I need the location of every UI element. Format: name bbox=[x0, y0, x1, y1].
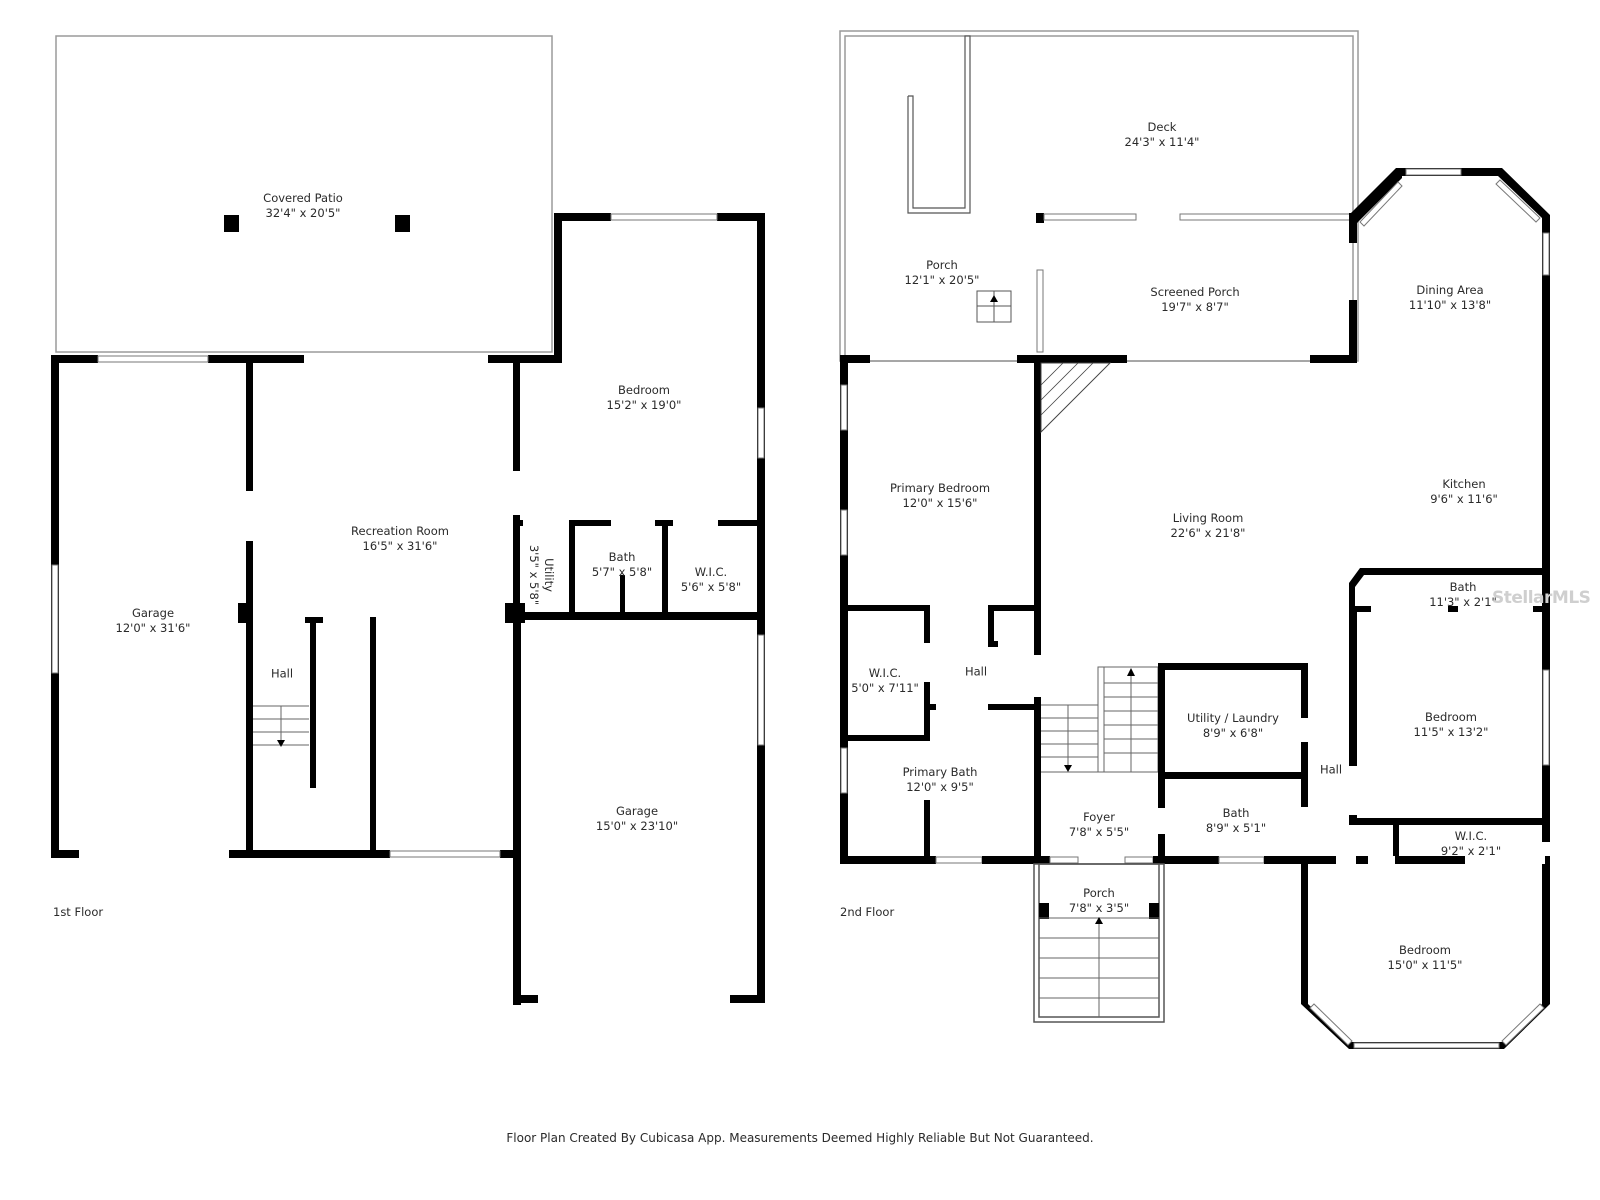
room-label-utility-1: Utility 3'5" x 5'8" bbox=[526, 545, 556, 605]
room-dimensions: 8'9" x 5'1" bbox=[1205, 821, 1267, 835]
room-name: Utility / Laundry bbox=[1187, 711, 1279, 725]
room-label-bedroom-2a: Bedroom 11'5" x 13'2" bbox=[1414, 710, 1489, 740]
first-floor-walls bbox=[51, 35, 765, 1005]
second-floor-walls bbox=[839, 30, 1550, 1049]
room-label-utility-laundry: Utility / Laundry 8'9" x 6'8" bbox=[1187, 711, 1279, 741]
room-label-garage-1: Garage 12'0" x 31'6" bbox=[116, 606, 191, 636]
room-name: Garage bbox=[131, 606, 175, 620]
room-label-screened-porch: Screened Porch 19'7" x 8'7" bbox=[1150, 285, 1239, 315]
room-dimensions: 15'2" x 19'0" bbox=[606, 398, 682, 412]
room-name: W.I.C. bbox=[1454, 829, 1488, 843]
room-dimensions: 12'0" x 15'6" bbox=[902, 496, 978, 510]
room-name: Covered Patio bbox=[263, 191, 343, 205]
room-dimensions: 11'3" x 2'1" bbox=[1429, 595, 1497, 609]
footer-disclaimer: Floor Plan Created By Cubicasa App. Meas… bbox=[506, 1131, 1094, 1145]
room-label-primary-bath: Primary Bath 12'0" x 9'5" bbox=[903, 765, 978, 795]
room-label-covered-patio: Covered Patio 32'4" x 20'5" bbox=[263, 191, 343, 221]
room-name: Primary Bedroom bbox=[889, 481, 991, 495]
room-dimensions: 7'8" x 3'5" bbox=[1068, 901, 1130, 915]
room-name: Kitchen bbox=[1442, 477, 1486, 491]
room-name: Hall bbox=[964, 664, 988, 679]
room-name: Bath bbox=[1222, 806, 1250, 820]
room-label-living-room: Living Room 22'6" x 21'8" bbox=[1171, 511, 1246, 541]
room-dimensions: 15'0" x 23'10" bbox=[595, 819, 679, 833]
room-dimensions: 9'2" x 2'1" bbox=[1440, 844, 1502, 858]
patio-post bbox=[395, 215, 410, 232]
room-name: Bedroom bbox=[1398, 943, 1452, 957]
room-label-primary-bedroom: Primary Bedroom 12'0" x 15'6" bbox=[890, 481, 990, 511]
room-dimensions: 16'5" x 31'6" bbox=[362, 539, 438, 553]
room-label-garage-2: Garage 15'0" x 23'10" bbox=[596, 804, 678, 834]
watermark: StellarMLS bbox=[1492, 588, 1591, 608]
room-label-porch-back: Porch 12'1" x 20'5" bbox=[905, 258, 980, 288]
room-dimensions: 3'5" x 5'8" bbox=[527, 544, 541, 606]
room-dimensions: 8'9" x 6'8" bbox=[1202, 726, 1264, 740]
room-name: W.I.C. bbox=[868, 666, 902, 680]
room-name: Living Room bbox=[1172, 511, 1244, 525]
room-label-bedroom-2b: Bedroom 15'0" x 11'5" bbox=[1388, 943, 1463, 973]
room-dimensions: 22'6" x 21'8" bbox=[1170, 526, 1246, 540]
room-label-bath-2a: Bath 8'9" x 5'1" bbox=[1206, 806, 1266, 836]
room-dimensions: 11'10" x 13'8" bbox=[1408, 298, 1492, 312]
room-dimensions: 24'3" x 11'4" bbox=[1124, 135, 1200, 149]
room-name: Utility bbox=[542, 558, 556, 592]
room-dimensions: 32'4" x 20'5" bbox=[265, 206, 341, 220]
room-name: Porch bbox=[926, 258, 958, 272]
room-name: Hall bbox=[1319, 762, 1343, 777]
room-dimensions: 9'6" x 11'6" bbox=[1430, 492, 1498, 506]
room-name: Bedroom bbox=[617, 383, 671, 397]
room-dimensions: 5'7" x 5'8" bbox=[591, 565, 653, 579]
room-label-bath-1: Bath 5'7" x 5'8" bbox=[592, 550, 652, 580]
room-label-kitchen: Kitchen 9'6" x 11'6" bbox=[1430, 477, 1498, 507]
room-label-porch-front: Porch 7'8" x 3'5" bbox=[1069, 886, 1129, 916]
room-name: Deck bbox=[1147, 120, 1177, 134]
room-dimensions: 12'1" x 20'5" bbox=[904, 273, 980, 287]
room-label-hall-2a: Hall bbox=[965, 665, 987, 680]
room-name: Recreation Room bbox=[351, 524, 449, 538]
covered-patio-outline bbox=[55, 35, 553, 353]
room-label-wic-2: W.I.C. 9'2" x 2'1" bbox=[1441, 829, 1501, 859]
room-label-bedroom-1: Bedroom 15'2" x 19'0" bbox=[607, 383, 682, 413]
room-label-foyer: Foyer 7'8" x 5'5" bbox=[1069, 810, 1129, 840]
room-label-dining-area: Dining Area 11'10" x 13'8" bbox=[1409, 283, 1491, 313]
room-name: Hall bbox=[270, 666, 294, 681]
room-name: Dining Area bbox=[1416, 283, 1484, 297]
room-name: Bath bbox=[608, 550, 636, 564]
room-name: Foyer bbox=[1083, 810, 1115, 824]
room-name: Garage bbox=[615, 804, 659, 818]
room-name: W.I.C. bbox=[694, 565, 728, 579]
room-dimensions: 11'5" x 13'2" bbox=[1413, 725, 1489, 739]
room-dimensions: 12'0" x 31'6" bbox=[115, 621, 191, 635]
floor-title-1st: 1st Floor bbox=[53, 905, 104, 919]
room-name: Porch bbox=[1083, 886, 1115, 900]
room-label-bath-2b: Bath 11'3" x 2'1" bbox=[1429, 580, 1497, 610]
room-dimensions: 12'0" x 9'5" bbox=[906, 780, 974, 794]
floor-title-2nd: 2nd Floor bbox=[840, 905, 895, 919]
room-label-hall-1: Hall bbox=[271, 667, 293, 682]
room-name: Screened Porch bbox=[1150, 285, 1240, 299]
room-dimensions: 7'8" x 5'5" bbox=[1068, 825, 1130, 839]
room-label-recreation-room: Recreation Room 16'5" x 31'6" bbox=[351, 524, 449, 554]
room-label-hall-2b: Hall bbox=[1320, 763, 1342, 778]
room-dimensions: 5'6" x 5'8" bbox=[680, 580, 742, 594]
room-name: Primary Bath bbox=[902, 765, 978, 779]
patio-post bbox=[224, 215, 239, 232]
room-name: Bedroom bbox=[1424, 710, 1478, 724]
room-dimensions: 5'0" x 7'11" bbox=[851, 681, 919, 695]
room-dimensions: 15'0" x 11'5" bbox=[1387, 958, 1463, 972]
room-label-wic-1: W.I.C. 5'6" x 5'8" bbox=[681, 565, 741, 595]
room-name: Bath bbox=[1449, 580, 1477, 594]
room-label-deck: Deck 24'3" x 11'4" bbox=[1125, 120, 1200, 150]
room-dimensions: 19'7" x 8'7" bbox=[1161, 300, 1229, 314]
room-label-wic-primary: W.I.C. 5'0" x 7'11" bbox=[851, 666, 919, 696]
